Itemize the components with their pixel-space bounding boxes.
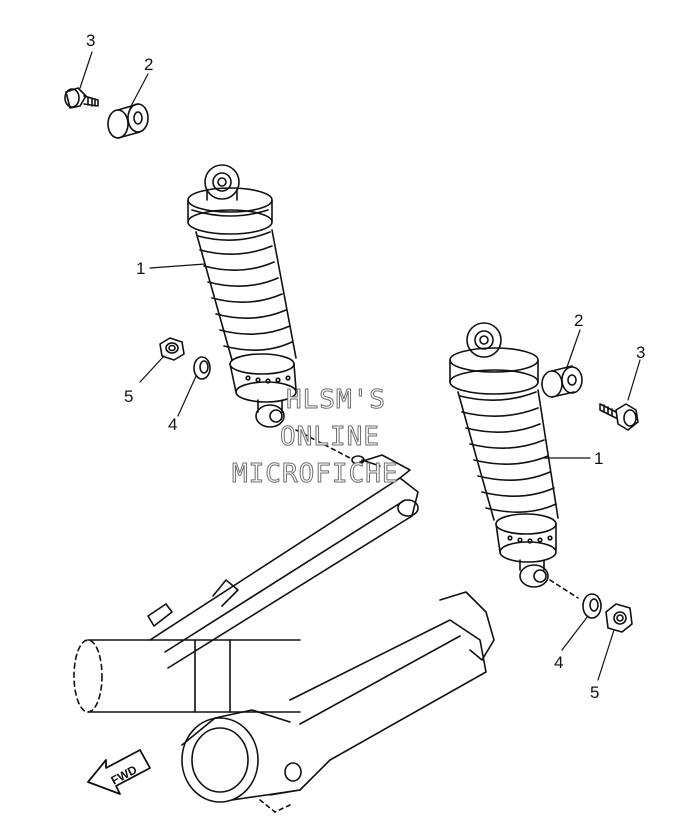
- callouts: 3 2 1 5 4 2 3 1 4 5: [86, 31, 645, 702]
- left-nut: [159, 337, 185, 361]
- callout-top-left-bolt: 3: [86, 31, 95, 50]
- top-left-bolt: [64, 87, 99, 109]
- watermark-line-3: MICROFICHE: [232, 459, 399, 489]
- callout-right-shock: 1: [594, 449, 603, 468]
- watermark-line-2: ONLINE: [280, 422, 380, 452]
- right-shock-absorber: [449, 322, 579, 599]
- left-shock-absorber: [187, 164, 297, 428]
- left-washer: [193, 356, 211, 380]
- callout-left-washer: 4: [168, 415, 177, 434]
- leader-lines: [79, 51, 641, 681]
- callout-top-left-bushing: 2: [144, 55, 153, 74]
- swingarm: [73, 454, 495, 813]
- callout-left-nut: 5: [124, 387, 133, 406]
- right-nut: [605, 603, 633, 633]
- right-bolt: [599, 403, 639, 431]
- callout-right-washer: 4: [554, 653, 563, 672]
- callout-right-bushing: 2: [574, 311, 583, 330]
- callout-left-shock: 1: [136, 259, 145, 278]
- watermark-line-1: HLSM'S: [286, 385, 386, 415]
- callout-right-nut: 5: [590, 683, 599, 702]
- forward-direction-arrow: FWD: [87, 749, 151, 795]
- right-bushing: [541, 365, 583, 398]
- right-washer: [582, 593, 602, 619]
- watermark: HLSM'S ONLINE MICROFICHE: [232, 385, 399, 490]
- top-left-bushing: [107, 103, 149, 139]
- callout-right-bolt: 3: [636, 343, 645, 362]
- left-mount-stud: [295, 429, 381, 467]
- fwd-label: FWD: [109, 762, 140, 787]
